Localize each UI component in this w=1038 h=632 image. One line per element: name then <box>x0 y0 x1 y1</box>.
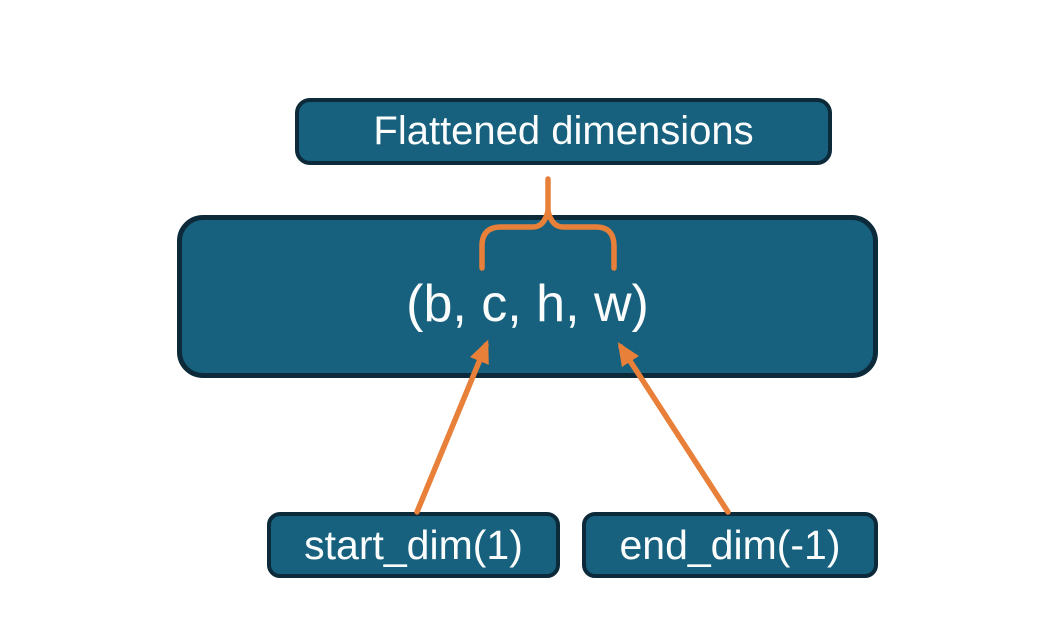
end-dim-label: end_dim(-1) <box>619 521 841 568</box>
start-dim-label: start_dim(1) <box>304 521 523 568</box>
node-start-dim: start_dim(1) <box>267 512 560 578</box>
node-end-dim: end_dim(-1) <box>582 512 878 578</box>
node-tensor-shape: (b, c, h, w) <box>177 215 878 378</box>
flattened-dimensions-label: Flattened dimensions <box>373 109 754 153</box>
node-flattened-dimensions: Flattened dimensions <box>295 98 832 165</box>
tensor-shape-label: (b, c, h, w) <box>406 274 649 333</box>
